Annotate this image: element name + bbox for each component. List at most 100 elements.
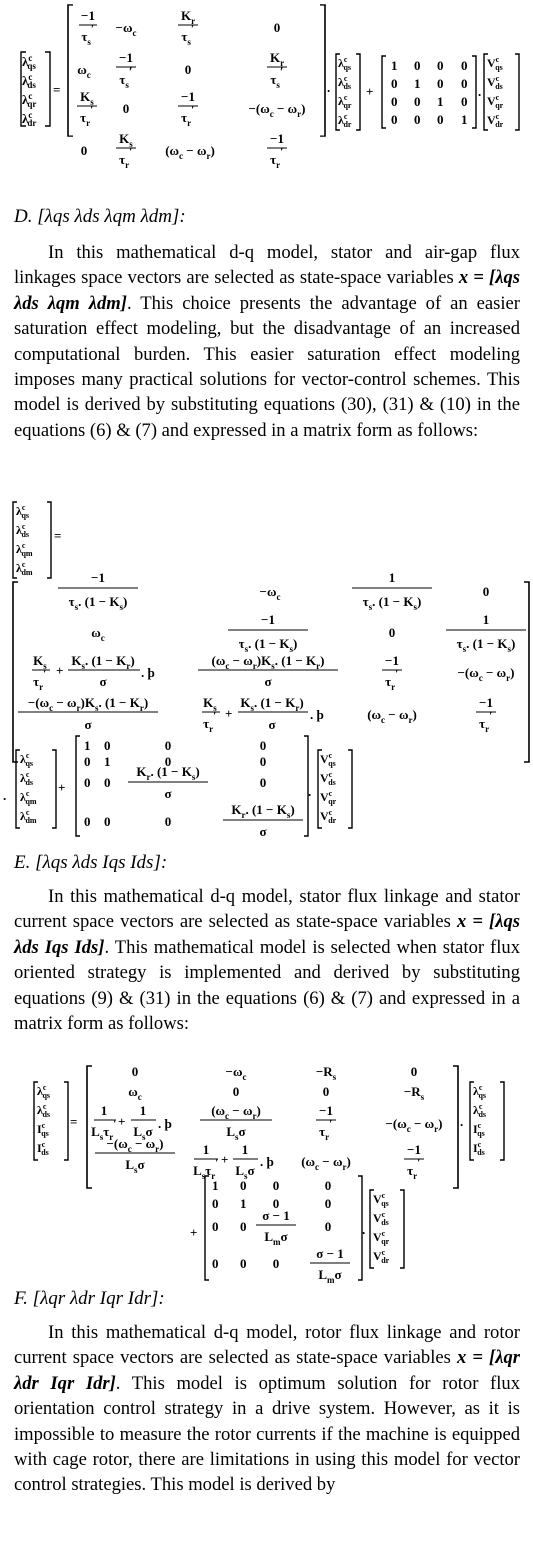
svg-text:1: 1 — [84, 738, 91, 753]
section-e-text-1: In this mathematical d-q model, stator f… — [14, 886, 520, 933]
svg-text:Lsσ: Lsσ — [226, 1124, 245, 1142]
svg-text:1: 1 — [242, 1142, 249, 1157]
svg-text:1: 1 — [140, 1103, 147, 1118]
svg-text:σ: σ — [259, 824, 266, 839]
svg-text:0: 0 — [389, 625, 396, 640]
svg-text:+: + — [118, 1114, 125, 1129]
svg-text:0: 0 — [273, 1196, 280, 1211]
svg-text:−(ωc − ωr): −(ωc − ωr) — [385, 1116, 442, 1134]
svg-text:−(ωc − ωr): −(ωc − ωr) — [106, 1136, 163, 1154]
svg-text:0: 0 — [165, 814, 172, 829]
svg-text:(ωc − ωr)Ks. (1 − Kr): (ωc − ωr)Ks. (1 − Kr) — [212, 653, 325, 671]
svg-text:0: 0 — [185, 62, 192, 77]
section-f-paragraph: In this mathematical d-q model, rotor fl… — [14, 1320, 520, 1498]
section-d-variables: [λqs λds λqm λdm]: — [37, 206, 186, 227]
svg-text:(ωc − ωr): (ωc − ωr) — [301, 1154, 351, 1172]
svg-text:0: 0 — [132, 1064, 139, 1079]
section-d-heading: D. [λqs λds λqm λdm]: — [14, 206, 186, 228]
svg-text:1: 1 — [203, 1142, 210, 1157]
svg-text:0: 0 — [260, 775, 267, 790]
svg-text:0: 0 — [104, 775, 111, 790]
svg-text:−(ωc − ωr): −(ωc − ωr) — [457, 665, 514, 683]
section-e-letter: E. — [14, 852, 31, 873]
svg-text:−ωc: −ωc — [260, 584, 281, 602]
svg-text:. þ: . þ — [310, 707, 324, 722]
svg-text:0: 0 — [123, 101, 130, 116]
svg-text:Lsσ: Lsσ — [235, 1163, 254, 1181]
section-e-text-2: . This mathematical model is selected wh… — [14, 936, 520, 1035]
svg-text:0: 0 — [391, 76, 398, 91]
svg-text:(ωc − ωr): (ωc − ωr) — [211, 1103, 261, 1121]
svg-text:0: 0 — [414, 112, 421, 127]
svg-text:0: 0 — [104, 814, 111, 829]
svg-text:. þ: . þ — [260, 1154, 274, 1169]
svg-text:Kr. (1 − Ks): Kr. (1 − Ks) — [136, 764, 199, 782]
svg-text:. þ: . þ — [141, 665, 155, 680]
svg-text:.: . — [478, 84, 481, 99]
svg-text:(ωc − ωr): (ωc − ωr) — [367, 707, 417, 725]
svg-text:−(ωc − ωr): −(ωc − ωr) — [248, 101, 305, 119]
svg-text:Lsσ: Lsσ — [133, 1124, 152, 1142]
svg-text:0: 0 — [165, 738, 172, 753]
svg-text:+: + — [366, 84, 373, 99]
svg-text:τs. (1 − Ks): τs. (1 − Ks) — [363, 594, 422, 612]
svg-text:. þ: . þ — [158, 1116, 172, 1131]
svg-text:1: 1 — [437, 94, 444, 109]
section-d-text-1: In this mathematical d-q model, stator a… — [14, 242, 520, 289]
svg-text:.: . — [327, 80, 330, 95]
svg-text:0: 0 — [273, 1256, 280, 1271]
svg-text:0: 0 — [437, 76, 444, 91]
svg-text:0: 0 — [414, 58, 421, 73]
svg-text:0: 0 — [260, 754, 267, 769]
svg-text:0: 0 — [461, 58, 468, 73]
svg-text:0: 0 — [414, 94, 421, 109]
svg-text:.: . — [3, 788, 6, 803]
svg-text:−1: −1 — [270, 131, 284, 146]
svg-text:σ: σ — [84, 717, 91, 732]
section-f-text-1: In this mathematical d-q model, rotor fl… — [14, 1322, 520, 1369]
svg-text:0: 0 — [461, 94, 468, 109]
svg-text:0: 0 — [233, 1084, 240, 1099]
svg-text:−1: −1 — [407, 1142, 421, 1157]
svg-text:=: = — [53, 82, 60, 97]
svg-text:0: 0 — [240, 1178, 247, 1193]
svg-text:1: 1 — [240, 1196, 247, 1211]
svg-text:.: . — [308, 784, 311, 799]
svg-text:−Rs: −Rs — [404, 1084, 425, 1102]
svg-text:Lsσ: Lsσ — [125, 1157, 144, 1175]
section-f-text-2: . This model is optimum solution for rot… — [14, 1372, 521, 1496]
section-d-state-vector: x = [λqs λds λqm λdm] — [14, 267, 521, 314]
svg-text:τs. (1 − Ks): τs. (1 − Ks) — [69, 594, 128, 612]
svg-text:τs. (1 − Ks): τs. (1 − Ks) — [239, 636, 298, 654]
svg-text:−ωc: −ωc — [116, 20, 137, 38]
svg-text:+: + — [58, 780, 65, 795]
svg-text:−1: −1 — [261, 612, 275, 627]
section-d-text-2: . This choice presents the advantage of … — [14, 292, 520, 441]
svg-text:=: = — [70, 1114, 77, 1129]
svg-text:0: 0 — [325, 1178, 332, 1193]
